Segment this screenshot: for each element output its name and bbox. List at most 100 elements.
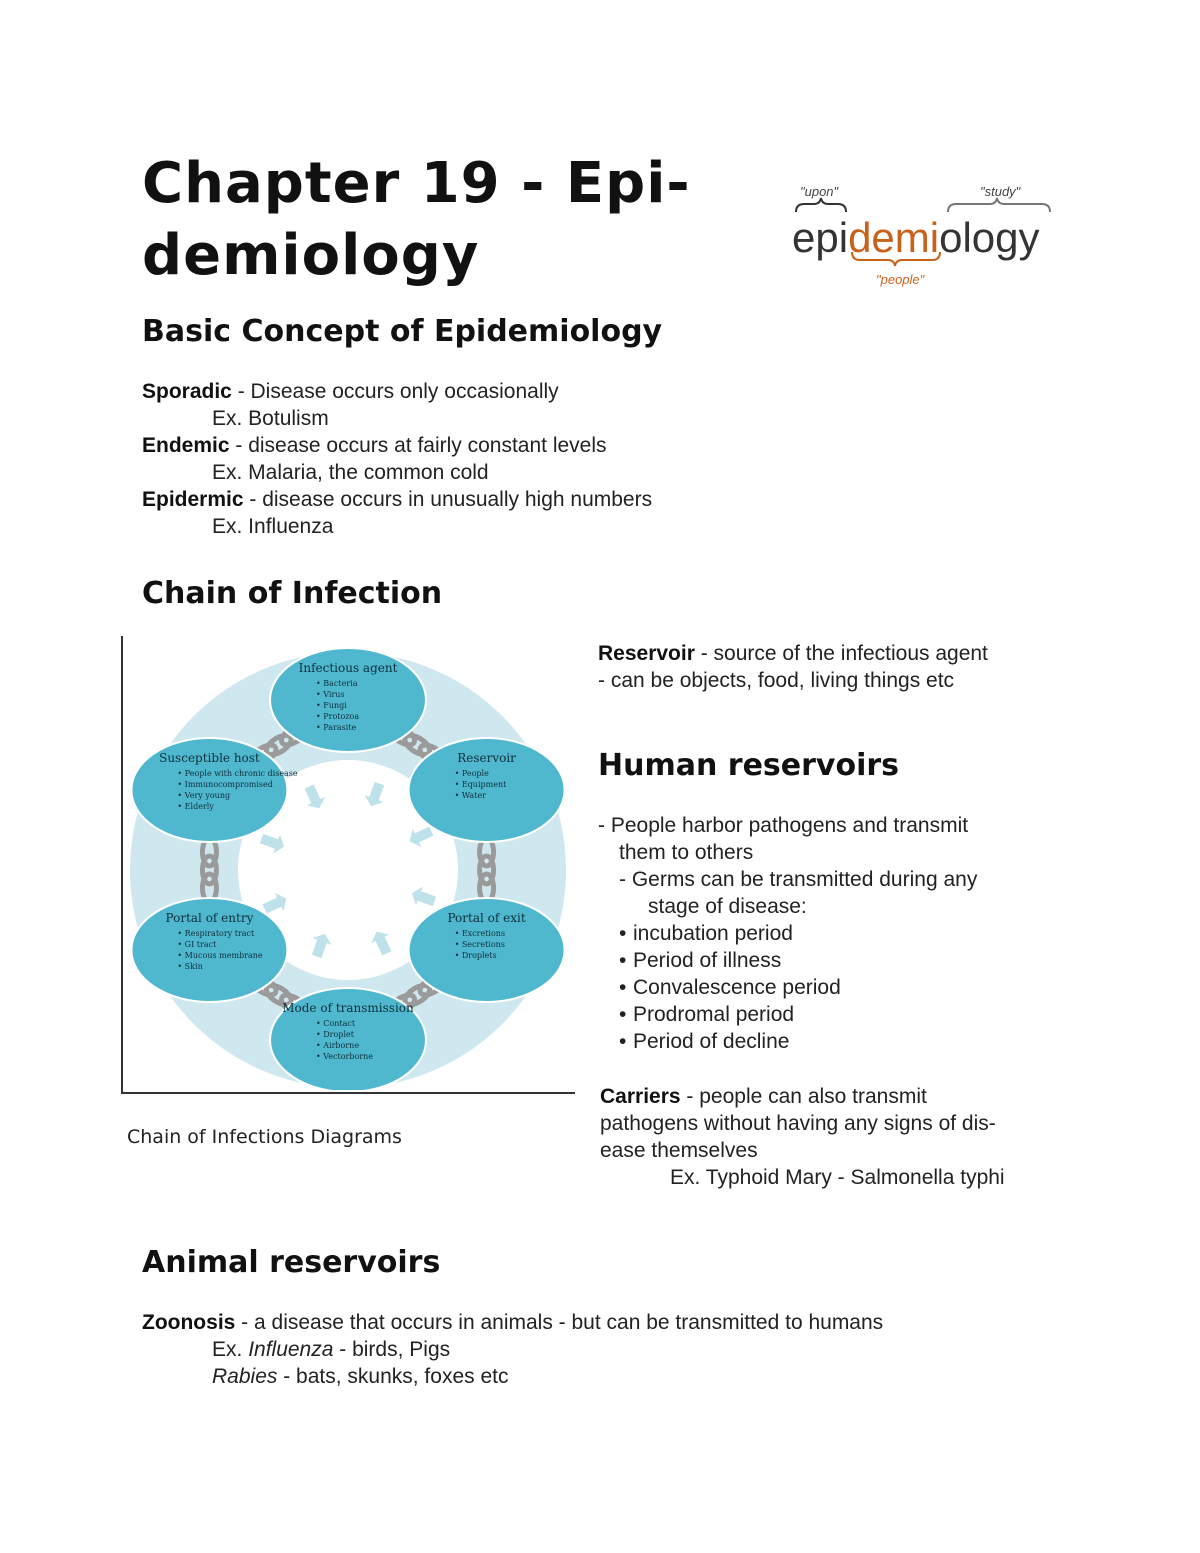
basic-heading: Basic Concept of Epidemiology	[142, 314, 663, 349]
stage-label: Prodromal period	[633, 1003, 795, 1026]
definition-text: - a disease that occurs in animals - but…	[235, 1311, 884, 1334]
node-item: • Contact	[316, 1019, 356, 1028]
example-prefix: Ex.	[212, 1338, 249, 1361]
carriers-example: Ex. Typhoid Mary - Salmonella typhi	[670, 1166, 1005, 1189]
chain-diagram-svg: Infectious agent • Bacteria • Virus • Fungi…	[130, 647, 566, 1093]
node-item: • Secretions	[455, 940, 505, 949]
node-item: • Equipment	[455, 780, 508, 789]
definition-example: Ex. Botulism	[212, 407, 329, 430]
logo-note-study: "study"	[980, 184, 1021, 199]
human-heading: Human reservoirs	[598, 748, 900, 783]
node-item: • Water	[455, 791, 487, 800]
definition-text: - Disease occurs only occasionally	[231, 380, 559, 403]
page-title: Chapter 19 - Epi- demiology	[142, 148, 691, 292]
definition-example: Ex. Influenza	[212, 515, 334, 538]
definition-epidermic: Epidermic - disease occurs in unusually …	[142, 486, 842, 513]
animal-section: Zoonosis - a disease that occurs in anim…	[142, 1309, 1042, 1390]
term: Sporadic	[142, 380, 232, 403]
logo-note-people: "people"	[876, 272, 925, 287]
logo-word-middle: demi	[848, 214, 940, 261]
list-item: •Prodromal period	[619, 1003, 795, 1026]
node-item: • Immunocompromised	[177, 780, 272, 789]
animal-heading: Animal reservoirs	[142, 1245, 441, 1280]
node-title: Reservoir	[457, 751, 516, 765]
node-ellipse	[407, 897, 566, 1003]
term: Zoonosis	[142, 1311, 236, 1334]
stage-label: incubation period	[633, 922, 793, 945]
node-item: • Elderly	[177, 802, 214, 811]
basic-definitions: Sporadic - Disease occurs only occasiona…	[142, 378, 842, 540]
example-name: Rabies	[212, 1365, 278, 1388]
stage-label: Period of decline	[633, 1030, 790, 1053]
logo-word-suffix: ology	[939, 214, 1040, 261]
node-title: Infectious agent	[299, 661, 398, 675]
term: Carriers	[600, 1085, 681, 1108]
stage-label: Period of illness	[633, 949, 782, 972]
logo-word-prefix: epi	[792, 214, 849, 261]
node-item: • Droplets	[455, 951, 497, 960]
definition-sporadic: Sporadic - Disease occurs only occasiona…	[142, 378, 842, 405]
node-item: • People	[455, 769, 490, 778]
title-line-2: demiology	[142, 223, 480, 288]
node-ellipse	[130, 737, 289, 843]
node-item: • Excretions	[455, 929, 506, 938]
carriers-definition: Carriers - people can also transmit	[600, 1083, 1070, 1110]
cycle-arrow	[262, 893, 287, 914]
zoonosis-example-2: Rabies - bats, skunks, foxes etc	[142, 1363, 1042, 1390]
stage-list: •incubation period •Period of illness •C…	[598, 920, 1068, 1055]
node-item: • Skin	[177, 962, 202, 971]
node-item: • Droplet	[316, 1030, 355, 1039]
zoonosis-example-1: Ex. Influenza - birds, Pigs	[142, 1336, 1042, 1363]
human-line-1: - People harbor pathogens and transmit	[598, 814, 969, 837]
node-item: • Airborne	[316, 1041, 359, 1050]
human-line-4: stage of disease:	[648, 895, 807, 918]
cycle-arrow	[364, 781, 385, 807]
stage-label: Convalescence period	[633, 976, 841, 999]
example-rest: - bats, skunks, foxes etc	[277, 1365, 509, 1388]
term: Reservoir	[598, 642, 695, 665]
list-item: •Period of decline	[619, 1030, 790, 1053]
reservoir-definition: Reservoir - source of the infectious age…	[598, 640, 1058, 667]
logo-word: epidemiology	[792, 214, 1040, 262]
chain-diagram: Infectious agent • Bacteria • Virus • Fungi…	[123, 640, 573, 1093]
node-ellipse	[407, 737, 566, 843]
node-title: Mode of transmission	[282, 1001, 414, 1015]
node-ellipse	[269, 647, 427, 753]
definition-text: - people can also transmit	[680, 1085, 927, 1108]
node-title: Susceptible host	[159, 751, 260, 765]
chain-link	[263, 732, 294, 758]
human-section: - People harbor pathogens and transmit t…	[598, 812, 1068, 1055]
carriers-line-3: ease themselves	[600, 1139, 758, 1162]
node-ellipse	[130, 897, 289, 1003]
cycle-arrow	[411, 886, 437, 907]
carriers-line-2: pathogens without having any signs of di…	[600, 1112, 996, 1135]
chain-link	[263, 982, 294, 1008]
node-title: Portal of exit	[447, 911, 525, 925]
node-item: • GI tract	[177, 940, 217, 949]
chain-diagram-frame	[121, 636, 575, 1094]
list-item: •incubation period	[619, 922, 793, 945]
node-item: • Parasite	[316, 723, 357, 732]
reservoir-section: Reservoir - source of the infectious age…	[598, 640, 1058, 694]
cycle-arrow	[311, 933, 332, 959]
definition-text: - disease occurs in unusually high numbe…	[243, 488, 653, 511]
epidemiology-logo: "upon" "study" epidemiology "people"	[790, 180, 1060, 295]
logo-note-upon: "upon"	[800, 184, 839, 199]
node-item: • Respiratory tract	[177, 929, 255, 938]
node-item: • People with chronic disease	[177, 769, 298, 778]
term: Epidermic	[142, 488, 244, 511]
carriers-section: Carriers - people can also transmit path…	[600, 1083, 1070, 1191]
node-item: • Mucous membrane	[177, 951, 262, 960]
node-item: • Virus	[316, 690, 345, 699]
node-item: • Fungi	[316, 701, 347, 710]
cycle-arrow	[409, 826, 434, 847]
human-line-2: them to others	[619, 841, 754, 864]
node-item: • Very young	[177, 791, 230, 800]
node-title: Portal of entry	[166, 911, 254, 925]
definition-text: - disease occurs at fairly constant leve…	[229, 434, 607, 457]
list-item: •Convalescence period	[619, 976, 841, 999]
node-item: • Bacteria	[316, 679, 358, 688]
cycle-arrow	[304, 784, 325, 809]
example-rest: - birds, Pigs	[333, 1338, 451, 1361]
human-line-3: - Germs can be transmitted during any	[619, 868, 978, 891]
